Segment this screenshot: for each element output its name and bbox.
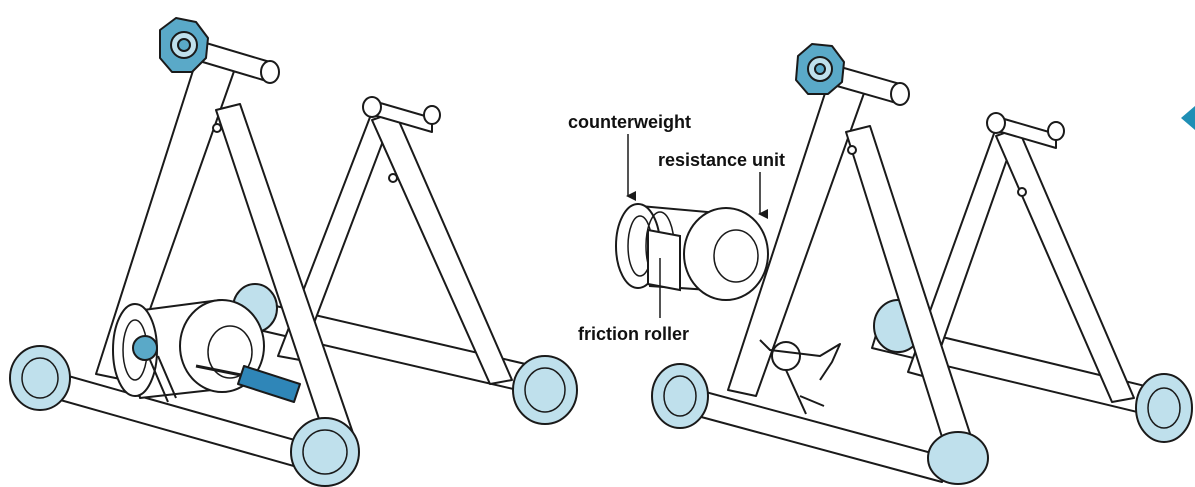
- label-counterweight: counterweight: [568, 112, 691, 201]
- mount-bracket: [759, 339, 841, 415]
- friction-roller-part: [647, 228, 681, 292]
- front-foot-right: [290, 417, 360, 487]
- svg-text:resistance unit: resistance unit: [658, 150, 785, 170]
- mounted-resistance-unit: [112, 299, 265, 403]
- right-trainer: [651, 43, 1193, 485]
- rear-foot-right: [512, 355, 578, 425]
- tension-knob: [159, 17, 209, 73]
- svg-text:friction roller: friction roller: [578, 324, 689, 344]
- svg-text:counterweight: counterweight: [568, 112, 691, 132]
- front-foot-left: [9, 345, 71, 411]
- screwdriver: [195, 364, 301, 403]
- label-friction-roller: friction roller: [578, 258, 689, 344]
- left-trainer: [9, 17, 578, 487]
- triangle-left-icon[interactable]: [1181, 106, 1195, 130]
- label-resistance-unit: resistance unit: [658, 150, 785, 219]
- tension-knob: [795, 43, 845, 95]
- resistance-unit-part: [683, 207, 769, 301]
- exploded-resistance-unit: [615, 203, 769, 301]
